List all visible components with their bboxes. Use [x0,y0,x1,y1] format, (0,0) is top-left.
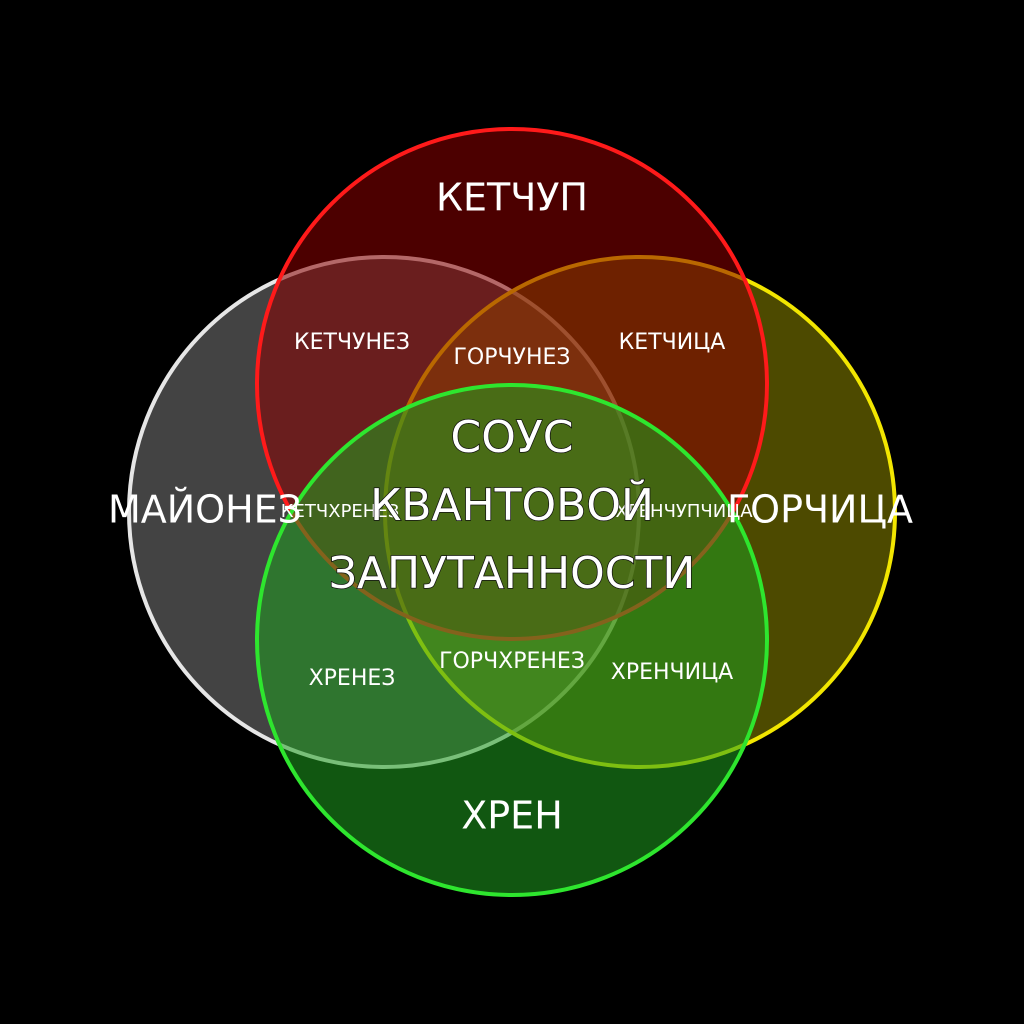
label-ketchup-horseradish: КЕТЧХРЕНЕЗ [281,501,400,522]
label-center-line-1: СОУС [451,412,574,463]
label-horseradish-mustard-ketchup: ХРЕНЧУПЧИЦА [615,501,753,522]
label-mayonnaise: МАЙОНЕЗ [108,488,302,532]
label-ketchup: КЕТЧУП [436,176,588,220]
label-horseradish-mayonnaise: ХРЕНЕЗ [309,666,396,691]
label-center-line-2: КВАНТОВОЙ [370,478,654,531]
label-ketchup-mustard: КЕТЧИЦА [619,330,726,355]
label-horseradish: ХРЕН [461,794,563,838]
label-center-line-3: ЗАПУТАННОСТИ [329,548,696,599]
label-mustard-mayonnaise: ГОРЧУНЕЗ [453,345,570,370]
label-ketchup-mayonnaise: КЕТЧУНЕЗ [294,330,410,355]
circle-horseradish [255,383,769,897]
label-mustard: ГОРЧИЦА [727,488,913,532]
label-horseradish-mustard: ХРЕНЧИЦА [611,660,733,685]
label-mustard-horseradish: ГОРЧХРЕНЕЗ [439,649,585,674]
